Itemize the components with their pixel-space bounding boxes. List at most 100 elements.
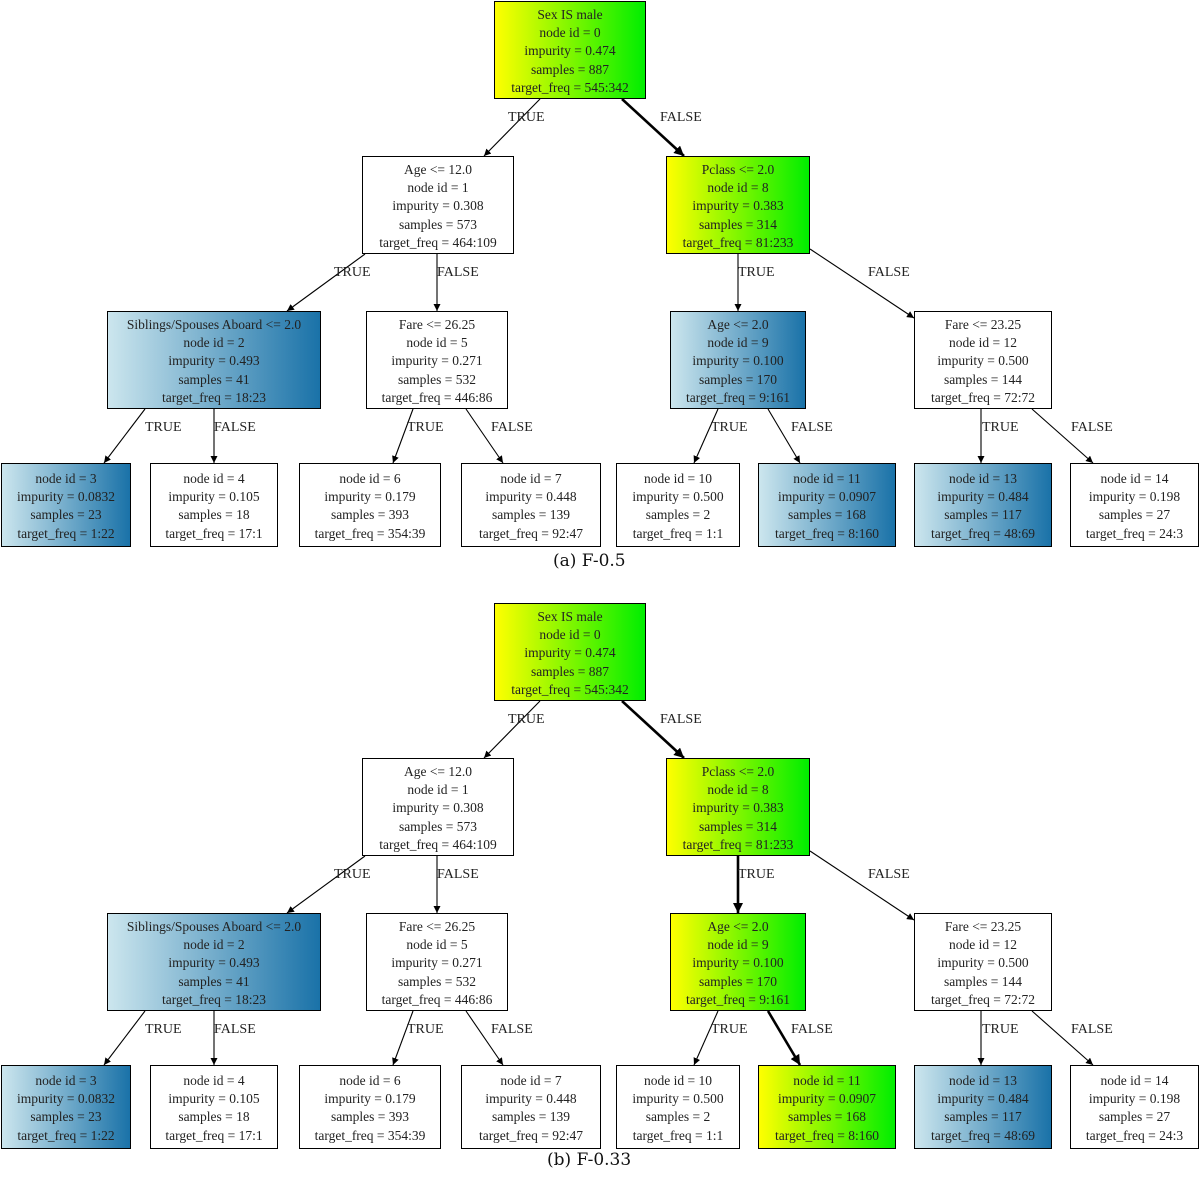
edge-label: FALSE	[1071, 1022, 1113, 1037]
edge-n0-n1	[483, 98, 541, 157]
edge-label: FALSE	[214, 1022, 256, 1037]
tree-node-2: Siblings/Spouses Aboard <= 2.0 node id = …	[107, 311, 321, 409]
node-line: impurity = 0.474	[524, 43, 616, 59]
node-line: target_freq = 81:233	[682, 234, 794, 250]
edge-n2-n3	[103, 408, 146, 464]
edge-n1-n2	[286, 253, 366, 312]
node-line: samples = 27	[1098, 507, 1171, 523]
edge-n0-n1	[483, 700, 541, 759]
node-line: node id = 12	[949, 937, 1017, 953]
edge-label: TRUE	[508, 110, 545, 125]
node-line: Age <= 12.0	[403, 162, 473, 177]
node-line: target_freq = 545:342	[511, 79, 629, 95]
node-line: impurity = 0.198	[1088, 489, 1181, 505]
node-line: node id = 10	[644, 1073, 712, 1088]
node-line: target_freq = 48:69	[930, 1127, 1036, 1143]
node-line: samples = 573	[398, 216, 478, 232]
node-line: samples = 23	[30, 1109, 102, 1125]
node-line: node id = 10	[644, 471, 712, 486]
node-line: impurity = 0.500	[632, 489, 724, 505]
node-line: impurity = 0.0832	[17, 489, 115, 505]
edge-label: TRUE	[982, 420, 1019, 435]
edge-n2-n3	[103, 1010, 146, 1066]
node-line: samples = 170	[698, 973, 778, 989]
edge-label: TRUE	[738, 867, 775, 882]
edge-label: TRUE	[407, 1022, 444, 1037]
node-line: impurity = 0.100	[692, 955, 784, 971]
node-line: node id = 9	[707, 937, 769, 953]
node-line: target_freq = 48:69	[930, 525, 1036, 541]
node-line: impurity = 0.448	[485, 1091, 577, 1107]
node-line: impurity = 0.500	[937, 955, 1029, 971]
node-line: impurity = 0.198	[1088, 1091, 1181, 1107]
node-line: samples = 2	[645, 507, 711, 523]
node-line: Fare <= 26.25	[398, 919, 476, 934]
node-line: impurity = 0.271	[391, 353, 483, 369]
node-line: target_freq = 92:47	[478, 1127, 584, 1143]
node-line: samples = 18	[178, 507, 250, 523]
node-line: samples = 314	[698, 818, 778, 834]
node-line: impurity = 0.0907	[778, 1091, 876, 1107]
node-line: node id = 7	[500, 1073, 562, 1088]
edge-n8-n12	[809, 248, 915, 319]
node-line: node id = 6	[339, 471, 401, 486]
edge-n9-n11	[767, 408, 801, 464]
node-line: node id = 8	[707, 782, 769, 798]
edge-n8-n12	[809, 850, 915, 921]
node-line: Fare <= 26.25	[398, 317, 476, 332]
node-line: target_freq = 1:1	[632, 1127, 724, 1143]
node-line: target_freq = 354:39	[314, 1127, 426, 1143]
node-line: impurity = 0.179	[324, 489, 416, 505]
node-line: impurity = 0.383	[692, 198, 784, 214]
node-line: node id = 1	[407, 180, 469, 196]
edge-label: FALSE	[214, 420, 256, 435]
edge-n5-n6	[392, 408, 414, 464]
node-line: impurity = 0.448	[485, 489, 577, 505]
node-line: impurity = 0.308	[392, 800, 484, 816]
node-line: impurity = 0.474	[524, 645, 616, 661]
node-line: impurity = 0.484	[937, 1091, 1029, 1107]
edge-label: FALSE	[660, 712, 702, 727]
node-line: node id = 3	[35, 471, 97, 486]
node-line: node id = 4	[183, 471, 245, 486]
node-line: samples = 18	[178, 1109, 250, 1125]
node-line: node id = 4	[183, 1073, 245, 1088]
edge-label: FALSE	[491, 1022, 533, 1037]
node-line: impurity = 0.493	[168, 353, 260, 369]
edge-label: TRUE	[738, 265, 775, 280]
node-line: target_freq = 545:342	[511, 681, 629, 697]
node-line: target_freq = 464:109	[379, 836, 497, 852]
node-line: node id = 14	[1100, 1073, 1169, 1088]
node-line: samples = 139	[491, 1109, 571, 1125]
node-line: impurity = 0.500	[632, 1091, 724, 1107]
node-line: node id = 2	[183, 335, 245, 351]
node-line: samples = 117	[944, 507, 1022, 523]
node-line: samples = 27	[1098, 1109, 1171, 1125]
edge-label: TRUE	[508, 712, 545, 727]
node-line: target_freq = 72:72	[930, 991, 1036, 1007]
node-line: impurity = 0.484	[937, 489, 1029, 505]
node-line: impurity = 0.271	[391, 955, 483, 971]
edge-n5-n7	[465, 408, 504, 464]
node-line: samples = 532	[397, 973, 477, 989]
node-line: impurity = 0.105	[168, 489, 260, 505]
node-line: impurity = 0.0907	[778, 489, 876, 505]
node-line: Siblings/Spouses Aboard <= 2.0	[126, 317, 302, 332]
panel-caption: (a) F-0.5	[553, 551, 626, 571]
node-line: samples = 573	[398, 818, 478, 834]
edge-n5-n7	[465, 1010, 504, 1066]
node-line: impurity = 0.383	[692, 800, 784, 816]
node-line: impurity = 0.105	[168, 1091, 260, 1107]
